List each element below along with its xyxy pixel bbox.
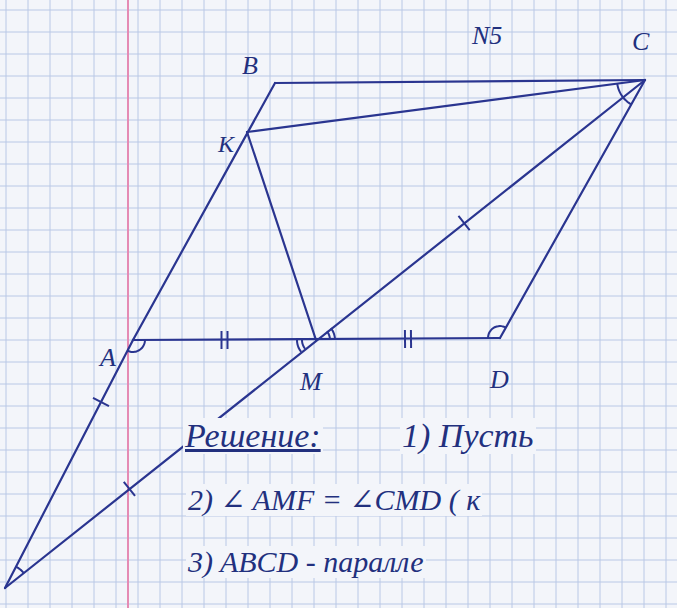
side-cd bbox=[500, 80, 645, 338]
segment-af bbox=[5, 340, 133, 588]
solution-text: Решение: bbox=[183, 418, 323, 454]
side-ab bbox=[133, 83, 275, 340]
point-label: D bbox=[488, 366, 511, 393]
angle-arc bbox=[16, 567, 24, 573]
angle-arc bbox=[488, 326, 506, 338]
angle-arc bbox=[127, 340, 145, 352]
point-label: K bbox=[216, 132, 236, 157]
point-label: B bbox=[240, 52, 260, 79]
solution-text: 1) Пусть bbox=[400, 418, 536, 454]
angle-arc bbox=[331, 328, 335, 340]
tick-mark bbox=[227, 331, 229, 349]
tick-mark bbox=[410, 330, 412, 348]
angle-arc bbox=[297, 340, 301, 352]
segment-km bbox=[247, 132, 316, 340]
point-label: C bbox=[630, 28, 651, 55]
tick-mark bbox=[458, 216, 469, 230]
segment-kc bbox=[247, 80, 645, 132]
tick-mark bbox=[221, 331, 223, 349]
margin-line bbox=[127, 0, 129, 608]
tick-mark bbox=[124, 482, 135, 496]
figure bbox=[5, 80, 645, 588]
side-bc bbox=[275, 80, 645, 83]
solution-text: 3) ABCD - паралле bbox=[186, 546, 426, 578]
problem-number: N5 bbox=[470, 22, 504, 49]
angle-arc bbox=[302, 340, 305, 349]
tick-mark bbox=[93, 398, 109, 406]
angle-arc bbox=[617, 84, 631, 105]
tick-mark bbox=[404, 330, 406, 348]
point-label: M bbox=[298, 368, 324, 395]
solution-text: 2) ∠ AMF = ∠CMD ( к bbox=[186, 484, 482, 516]
angle-arc bbox=[327, 331, 330, 340]
segment-cf bbox=[5, 80, 645, 588]
point-label: A bbox=[98, 344, 118, 371]
